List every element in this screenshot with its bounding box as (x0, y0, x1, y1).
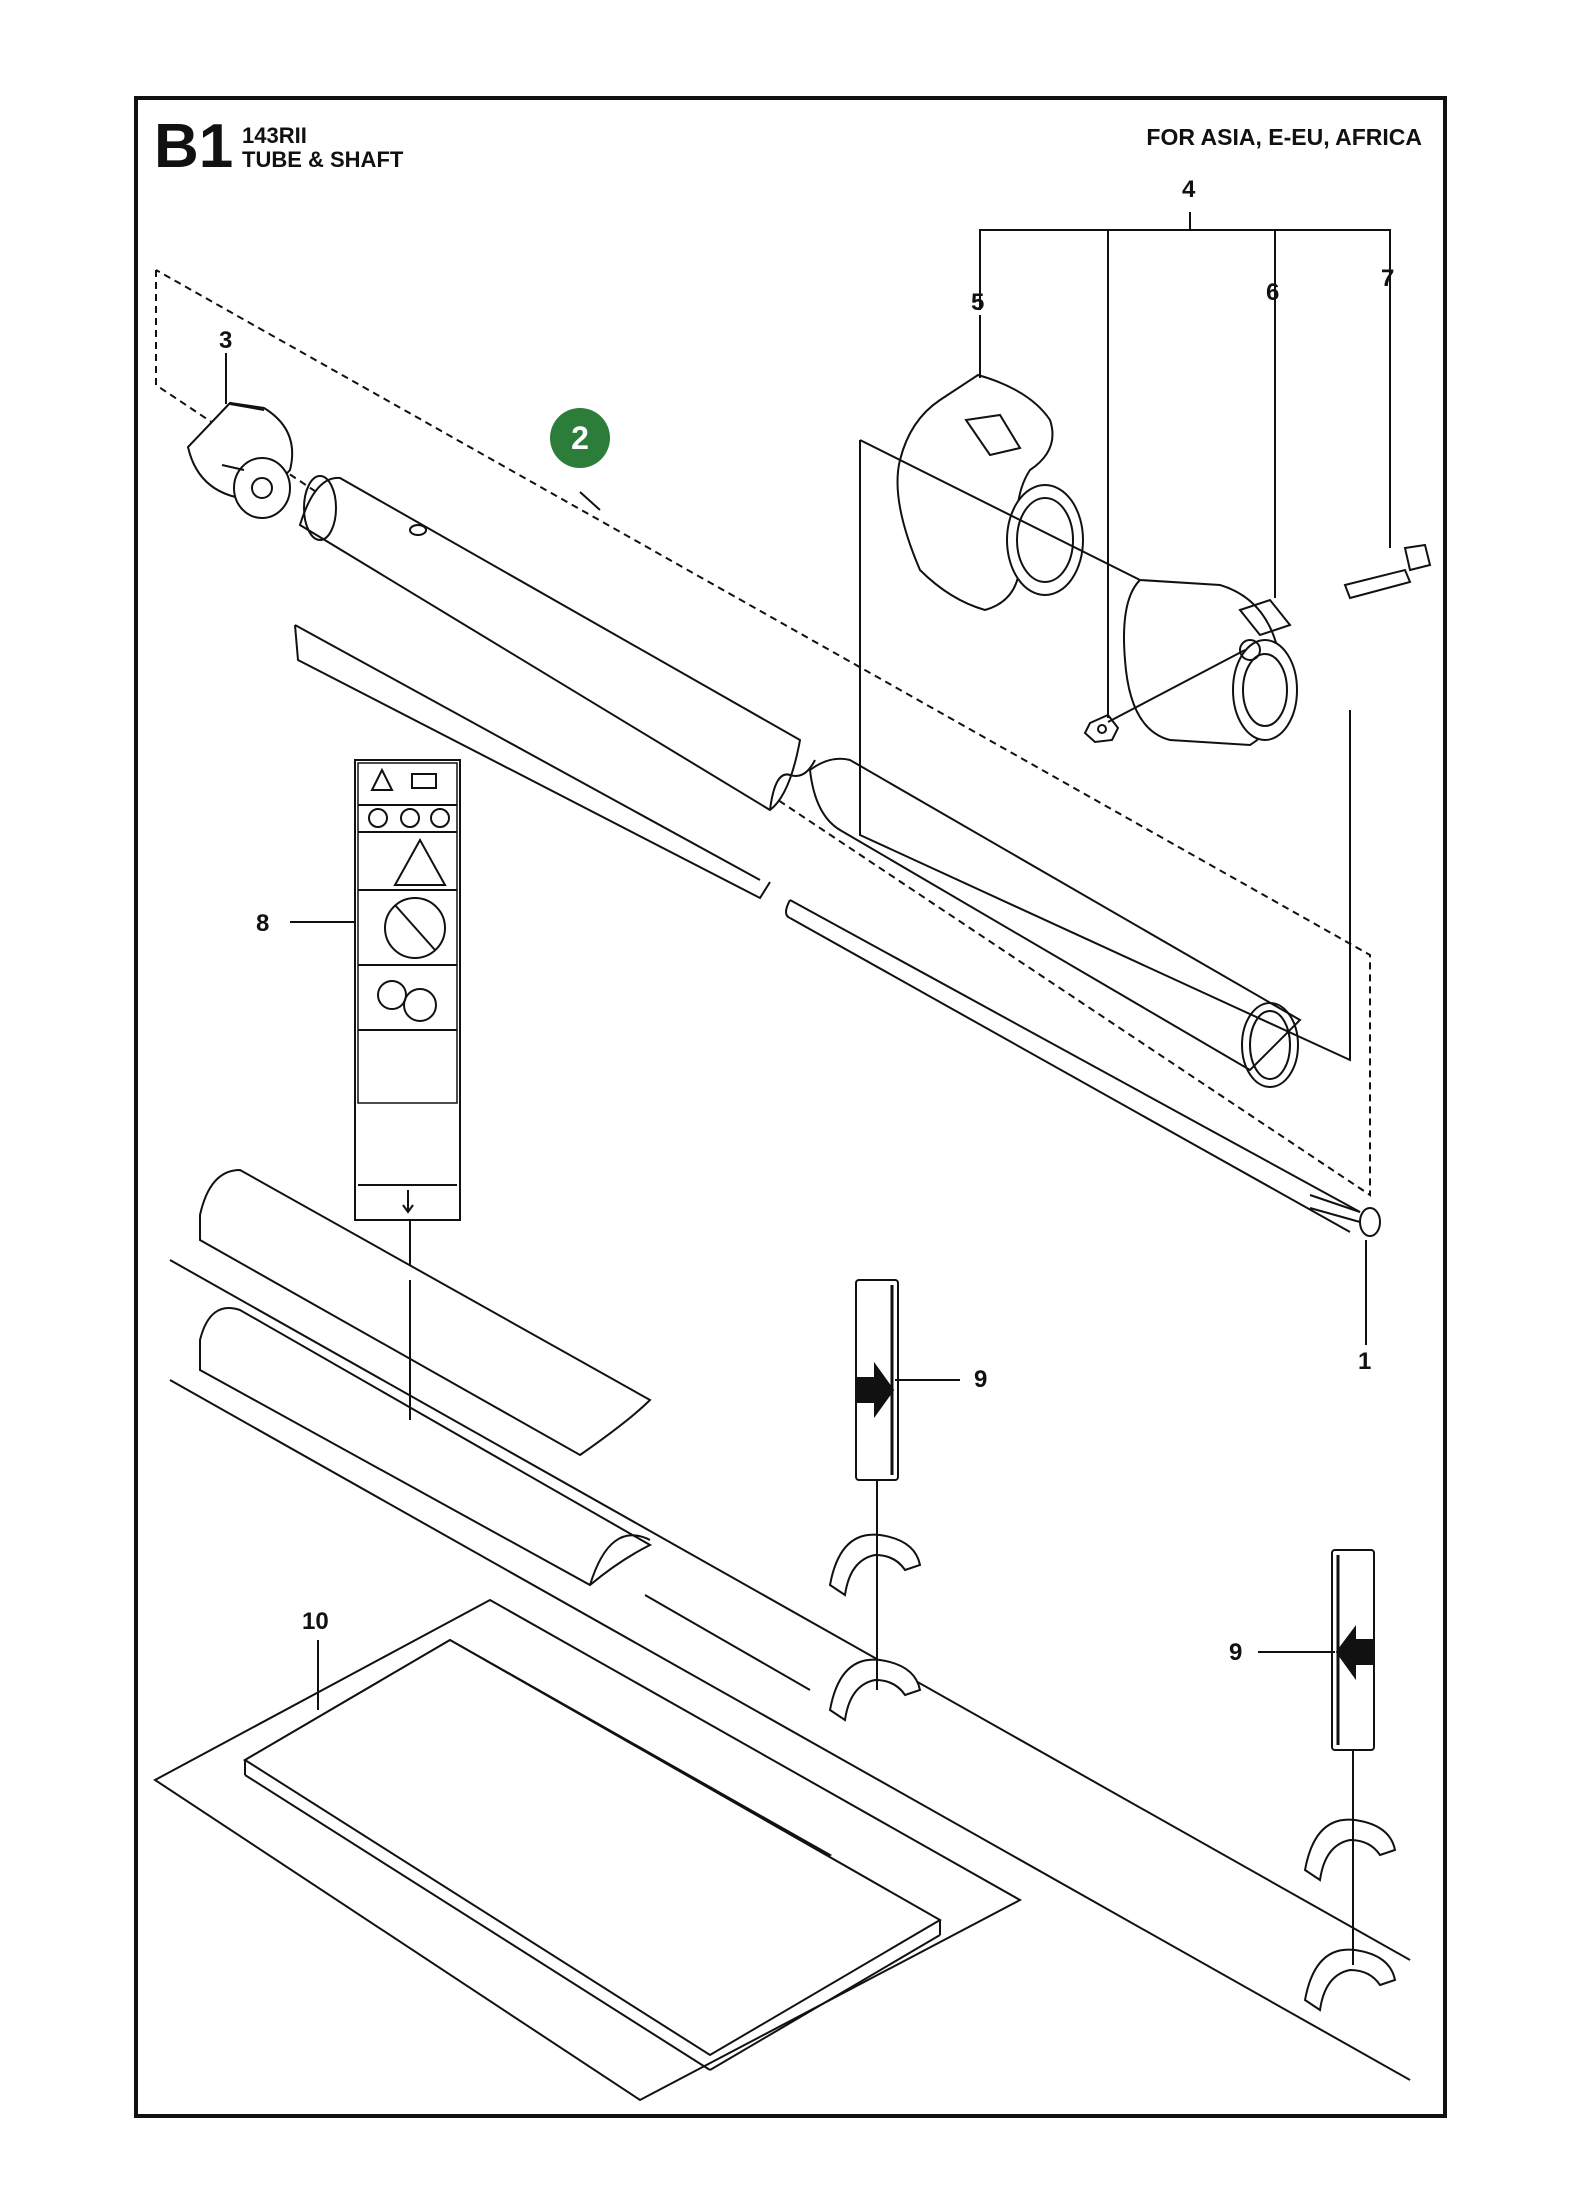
page-frame (134, 96, 1447, 2118)
leader-2 (579, 491, 601, 511)
section-title: TUBE & SHAFT (242, 147, 404, 173)
part-screw (1343, 543, 1432, 600)
callout-6: 6 (1266, 279, 1280, 306)
callout-4: 4 (1182, 176, 1196, 203)
part-warning-decal (354, 759, 461, 1285)
part-clamp-half (1123, 578, 1298, 747)
model-name: 143RII (242, 123, 307, 148)
callout-9-upper: 9 (974, 1366, 988, 1393)
part-handle-clamp (896, 373, 1084, 612)
part-tube-lower (808, 757, 1302, 1088)
install-view-tube (169, 1168, 1411, 2081)
callout-3: 3 (219, 327, 233, 354)
callout-10: 10 (302, 1608, 329, 1635)
part-arrow-decal-lower (1331, 1549, 1375, 1751)
section-header: 143RII TUBE & SHAFT (242, 123, 404, 173)
assembly-boundary (155, 269, 1371, 1197)
callout-8: 8 (256, 910, 270, 937)
callout-5: 5 (971, 289, 985, 316)
callout-1: 1 (1358, 1348, 1372, 1375)
part-arrow-decal-upper (855, 1279, 899, 1481)
assembly-badge-2: 2 (550, 408, 610, 468)
part-tube-upper (298, 475, 816, 812)
part-drive-shaft (294, 624, 1381, 1237)
install-view-rings (828, 1480, 1397, 2012)
part-protective-mat (153, 1598, 1023, 2102)
section-code: B1 (154, 112, 234, 181)
region-label: FOR ASIA, E-EU, AFRICA (1146, 124, 1422, 150)
callout-9-lower: 9 (1229, 1639, 1243, 1666)
part-bushing (186, 401, 294, 519)
leader-4 (979, 229, 1391, 310)
callout-7: 7 (1381, 265, 1395, 292)
